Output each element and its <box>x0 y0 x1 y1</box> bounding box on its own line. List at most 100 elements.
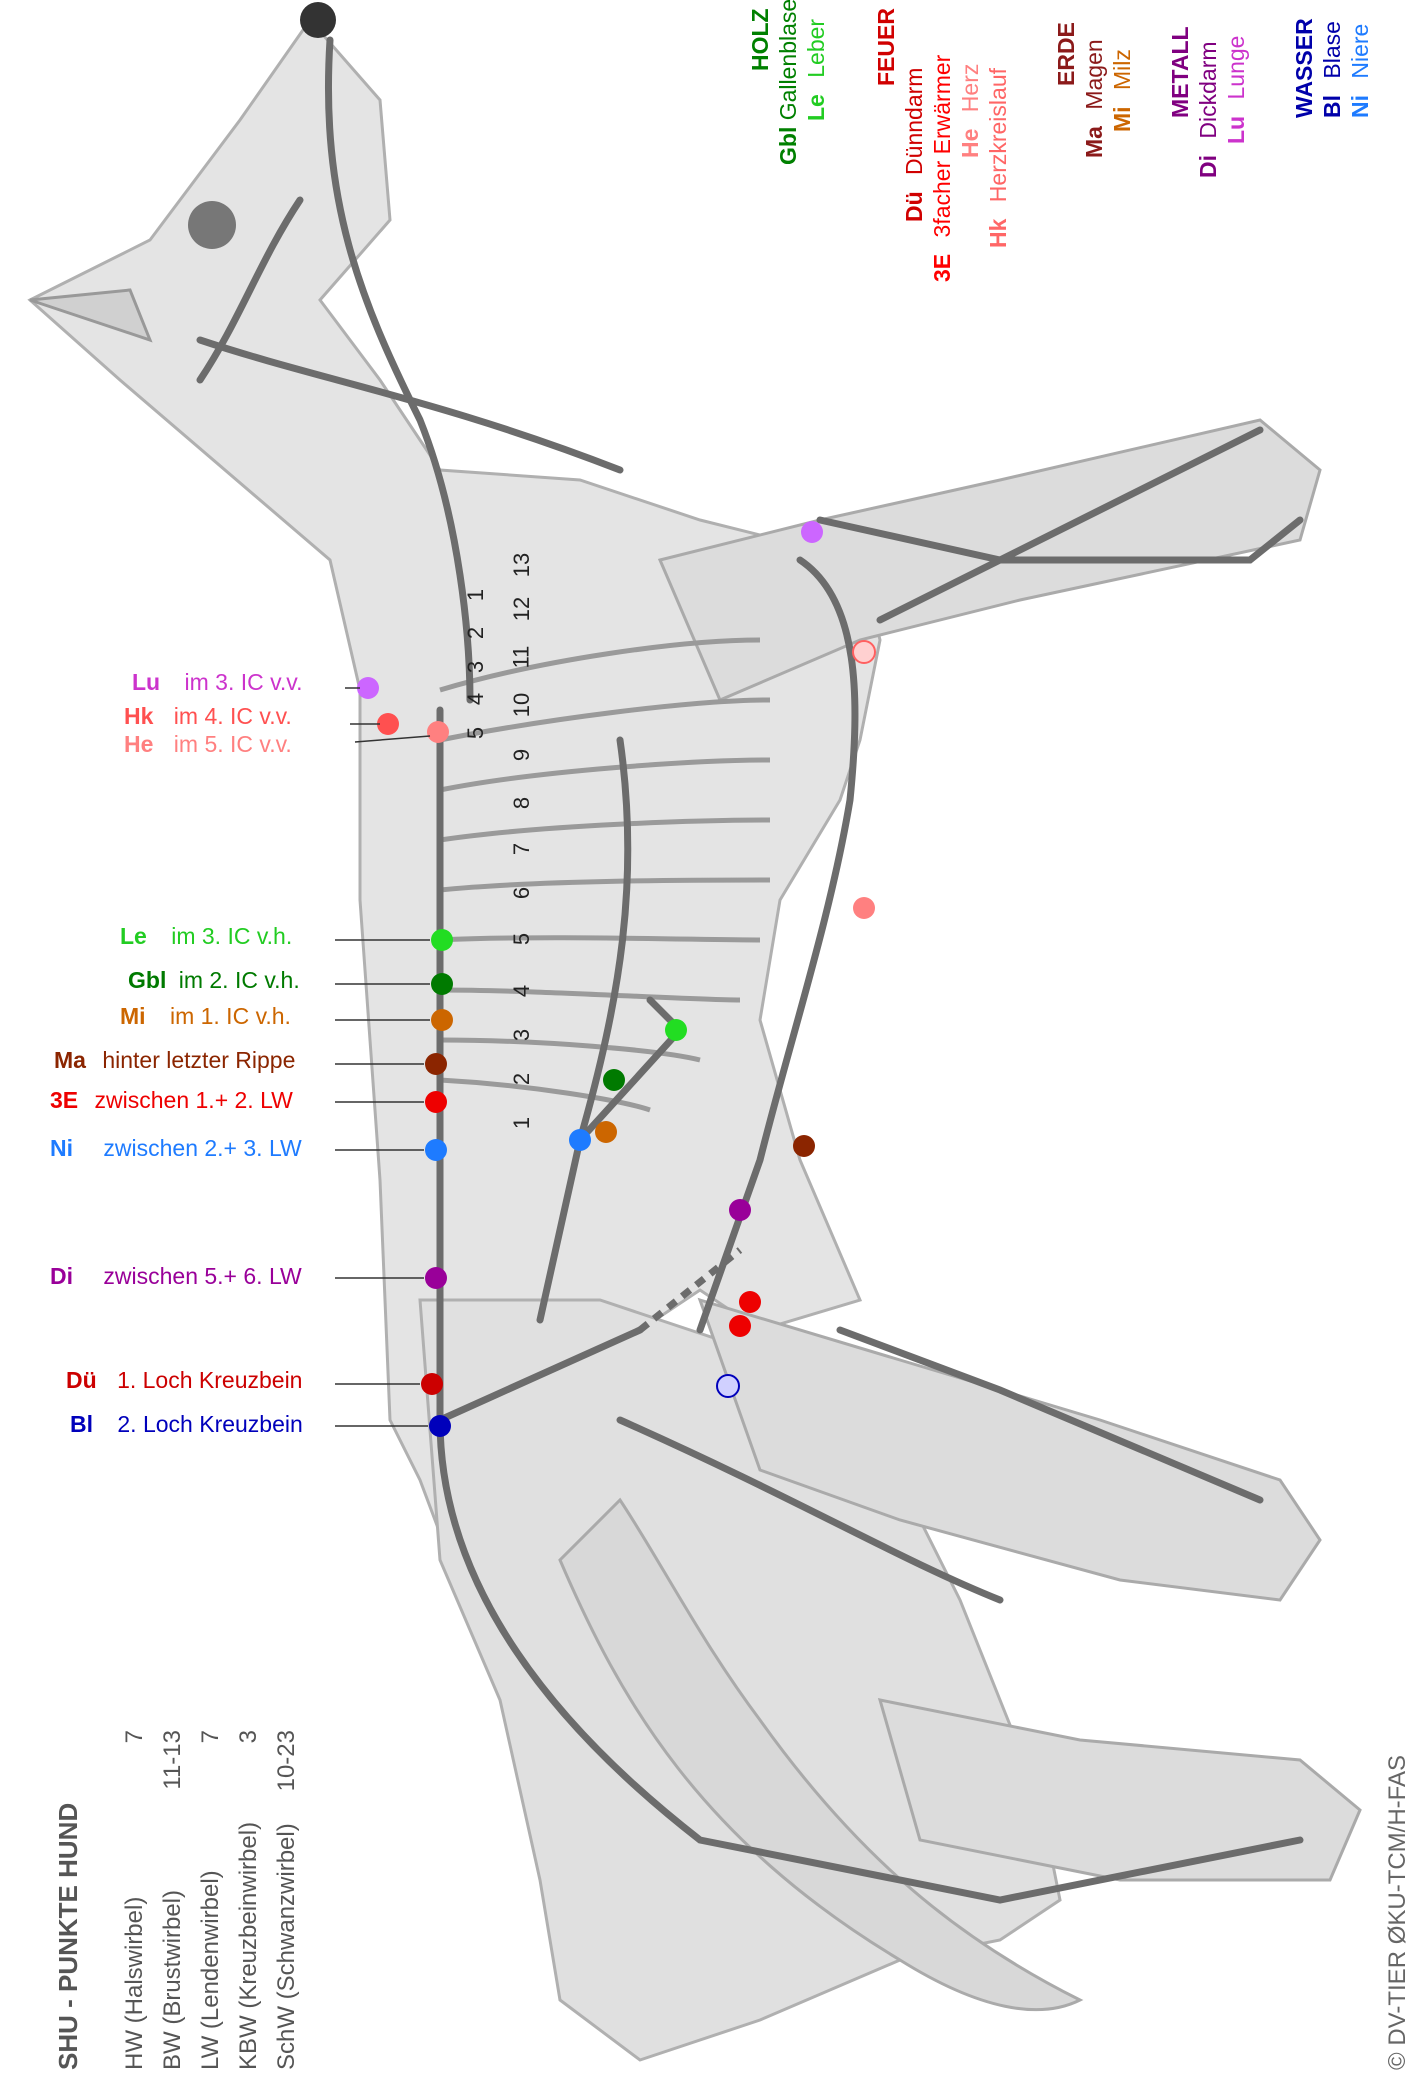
label-mi-abbr: Mi <box>120 1003 146 1029</box>
legend-feuer-3e: 3E 3facher Erwärmer <box>928 8 956 282</box>
point-gbl-front <box>603 1069 625 1091</box>
rib-number: 8 <box>509 797 535 809</box>
label-ma-desc: hinter letzter Rippe <box>102 1047 295 1073</box>
vertebra-label: HW (Halswirbel) <box>116 1743 154 2070</box>
vertebra-count: 10-23 <box>268 1730 306 1791</box>
point-he-leg <box>853 641 875 663</box>
rib-number: 1 <box>509 1117 535 1129</box>
vertebra-count: 11-13 <box>154 1730 192 1790</box>
legend-3e-name: 3facher Erwärmer <box>929 55 955 238</box>
vertebrae-table: HW (Halswirbel) 7 BW (Brustwirbel) 11-13… <box>116 1730 306 2070</box>
label-lu-desc: im 3. IC v.v. <box>185 669 303 695</box>
vertebra-label: LW (Lendenwirbel) <box>192 1743 230 2070</box>
legend-wasser: WASSER Bl Blase Ni Niere <box>1290 18 1374 130</box>
legend-feuer-du: Dü Dünndarm <box>900 8 928 282</box>
legend-feuer-hk: Hk Herzkreislauf <box>984 8 1012 282</box>
legend-erde-mi: Mi Milz <box>1108 22 1136 158</box>
rib-number: 2 <box>463 627 489 639</box>
legend-metall-header: METALL <box>1166 26 1194 178</box>
point-di-leg <box>729 1199 751 1221</box>
point-mi-front <box>595 1121 617 1143</box>
legend-metall-di: Di Dickdarm <box>1194 26 1222 178</box>
copyright: © DV-TIER ØKU-TCM/H-FAS <box>1384 1755 1412 2070</box>
legend-du-abbr: Dü <box>901 191 927 222</box>
point-ni <box>425 1139 447 1161</box>
point-he <box>427 721 449 743</box>
label-di-desc: zwischen 5.+ 6. LW <box>103 1263 301 1289</box>
rib-number: 6 <box>509 887 535 899</box>
vertebra-row: SchW (Schwanzwirbel) 10-23 <box>268 1730 306 2070</box>
legend-feuer-header: FEUER <box>872 8 900 282</box>
label-gbl-abbr: Gbl <box>128 967 166 993</box>
legend-lu-abbr: Lu <box>1223 116 1249 144</box>
rib-number: 10 <box>509 693 535 717</box>
legend-metall-lu: Lu Lunge <box>1222 26 1250 178</box>
vertebra-count: 7 <box>192 1730 230 1743</box>
legend-di-abbr: Di <box>1195 155 1221 178</box>
point-3e-leg2 <box>729 1315 751 1337</box>
legend-3e-abbr: 3E <box>929 254 955 282</box>
legend-ma-name: Magen <box>1081 39 1107 109</box>
label-hk: Hk im 4. IC v.v. <box>124 702 292 730</box>
label-le: Le im 3. IC v.h. <box>120 922 292 950</box>
legend-le-name: Leber <box>803 19 829 78</box>
rib-number: 3 <box>509 1029 535 1041</box>
label-3e-desc: zwischen 1.+ 2. LW <box>95 1087 293 1113</box>
vertebra-label: SchW (Schwanzwirbel) <box>268 1791 306 2070</box>
label-mi-desc: im 1. IC v.h. <box>170 1003 291 1029</box>
legend-erde-ma: Ma Magen <box>1080 22 1108 158</box>
rib-number: 11 <box>508 646 534 669</box>
legend-bl-abbr: Bl <box>1319 95 1345 118</box>
label-lu-abbr: Lu <box>132 669 160 695</box>
legend-he-name: Herz <box>957 64 983 113</box>
point-ma <box>425 1053 447 1075</box>
legend-wasser-ni: Ni Niere <box>1346 18 1374 130</box>
point-di <box>425 1267 447 1289</box>
point-bl <box>429 1415 451 1437</box>
point-du <box>421 1373 443 1395</box>
legend-di-name: Dickdarm <box>1195 41 1221 138</box>
legend-he-abbr: He <box>957 129 983 158</box>
point-3e <box>425 1091 447 1113</box>
rib-number: 3 <box>463 661 489 673</box>
legend-le-abbr: Le <box>803 94 829 121</box>
label-bl-abbr: Bl <box>70 1411 93 1437</box>
label-di: Di zwischen 5.+ 6. LW <box>50 1262 302 1290</box>
label-le-desc: im 3. IC v.h. <box>171 923 292 949</box>
legend-du-name: Dünndarm <box>901 68 927 175</box>
label-hk-desc: im 4. IC v.v. <box>174 703 292 729</box>
vertebra-count: 3 <box>230 1730 268 1743</box>
legend-gbl-name: Gallenblase <box>775 0 801 120</box>
legend-erde: ERDE Ma Magen Mi Milz <box>1052 22 1136 158</box>
rib-number: 13 <box>509 553 535 577</box>
legend-mi-abbr: Mi <box>1109 106 1135 132</box>
point-gbl <box>431 973 453 995</box>
page-title: SHU - PUNKTE HUND <box>50 1730 86 2070</box>
vertebra-row: BW (Brustwirbel) 11-13 <box>154 1730 192 2070</box>
point-3e-leg1 <box>739 1291 761 1313</box>
label-bl-desc: 2. Loch Kreuzbein <box>117 1411 302 1437</box>
label-ma: Ma hinter letzter Rippe <box>54 1046 295 1074</box>
legend-hk-name: Herzkreislauf <box>985 68 1011 202</box>
rib-number: 9 <box>509 749 535 761</box>
point-lu-leg <box>801 521 823 543</box>
label-gbl: Gbl im 2. IC v.h. <box>128 966 300 994</box>
label-mi: Mi im 1. IC v.h. <box>120 1002 291 1030</box>
legend-erde-header: ERDE <box>1052 22 1080 158</box>
legend-feuer-he: He Herz <box>956 8 984 282</box>
label-du-desc: 1. Loch Kreuzbein <box>117 1367 302 1393</box>
label-he-desc: im 5. IC v.v. <box>174 731 292 757</box>
rib-number: 1 <box>463 589 489 601</box>
point-hk <box>377 713 399 735</box>
label-ni-desc: zwischen 2.+ 3. LW <box>103 1135 301 1161</box>
rib-number: 4 <box>463 693 489 705</box>
legend-holz: HOLZ Gbl Gallenblase Le Leber <box>746 0 830 165</box>
vertebra-row: KBW (Kreuzbeinwirbel) 3 <box>230 1730 268 2070</box>
vertebra-row: LW (Lendenwirbel) 7 <box>192 1730 230 2070</box>
legend-holz-gbl: Gbl Gallenblase <box>774 0 802 165</box>
label-he-abbr: He <box>124 731 153 757</box>
label-hk-abbr: Hk <box>124 703 153 729</box>
label-du: Dü 1. Loch Kreuzbein <box>66 1366 302 1394</box>
label-lu: Lu im 3. IC v.v. <box>132 668 303 696</box>
legend-lu-name: Lunge <box>1223 36 1249 100</box>
